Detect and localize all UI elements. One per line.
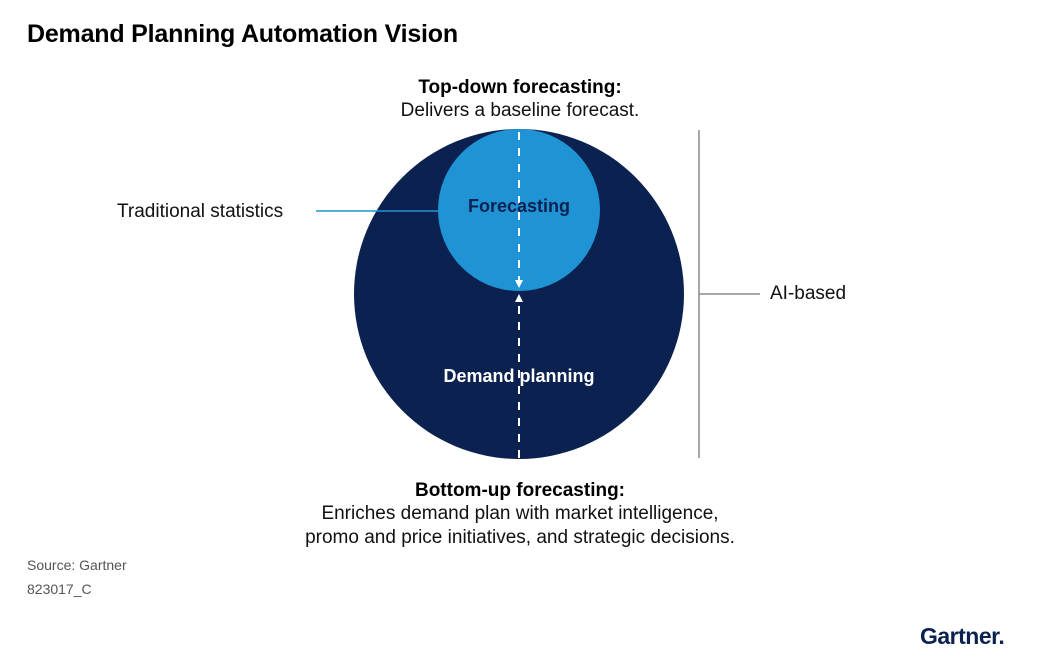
- bottom-up-heading: Bottom-up forecasting:: [414, 480, 626, 501]
- page-title: Demand Planning Automation Vision: [27, 20, 458, 48]
- logo-mark: .: [998, 623, 1005, 649]
- top-down-block: Top-down forecasting: Delivers a baselin…: [300, 76, 740, 123]
- document-id: 823017_C: [27, 581, 92, 597]
- traditional-statistics-label: Traditional statistics: [117, 201, 284, 222]
- forecasting-circle: [438, 129, 600, 291]
- bottom-up-description-line1: Enriches demand plan with market intelli…: [321, 503, 719, 524]
- ai-based-label: AI-based: [770, 283, 847, 304]
- top-down-heading: Top-down forecasting:: [418, 77, 622, 98]
- source-note: Source: Gartner: [27, 557, 127, 573]
- gartner-logo: Gartner.: [920, 623, 1005, 650]
- demand-planning-label: Demand planning: [443, 366, 594, 386]
- top-down-description: Delivers a baseline forecast.: [400, 100, 640, 121]
- logo-text: Gartner: [920, 623, 999, 649]
- forecasting-label: Forecasting: [468, 196, 570, 216]
- bottom-up-block: Bottom-up forecasting: Enriches demand p…: [220, 479, 820, 550]
- bottom-up-description-line2: promo and price initiatives, and strateg…: [305, 527, 735, 548]
